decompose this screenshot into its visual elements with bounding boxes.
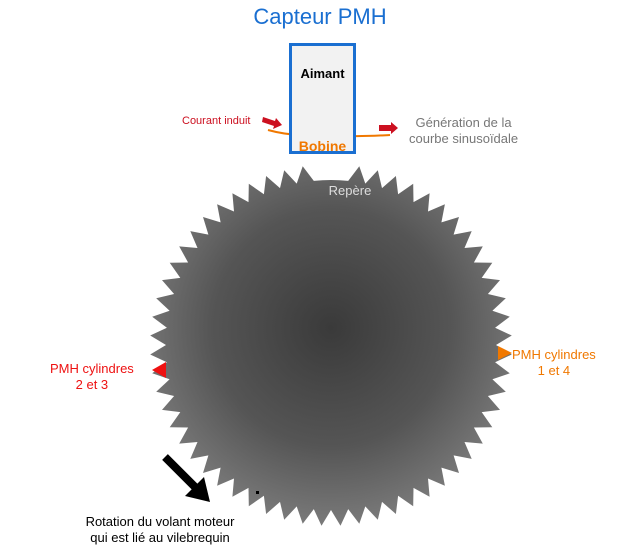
small-dot — [256, 491, 259, 494]
rotation-line-2: qui est lié au vilebrequin — [90, 530, 230, 545]
sensor-box — [289, 43, 356, 154]
tdc-2-3-line-2: 2 et 3 — [75, 377, 109, 392]
tdc-1-4-line-1: PMH cylindres — [512, 347, 596, 362]
rotation-arrow-icon — [162, 454, 210, 502]
generation-line-1: Génération de la — [415, 115, 512, 130]
magnet-label: Aimant — [300, 66, 345, 81]
rotation-line-1: Rotation du volant moteur — [85, 514, 235, 529]
page-title: Capteur PMH — [253, 4, 387, 29]
induced-current-label: Courant induit — [182, 115, 251, 127]
coil-label: Bobine — [298, 138, 347, 154]
current-arrow-icon — [262, 117, 282, 129]
tdc-2-3-marker — [152, 362, 166, 378]
output-arrow-icon — [379, 122, 398, 134]
tdc-1-4-line-2: 1 et 4 — [537, 363, 571, 378]
generation-line-2: courbe sinusoïdale — [409, 131, 519, 146]
tdc-2-3-line-1: PMH cylindres — [50, 361, 134, 376]
tdc-1-4-marker — [498, 346, 512, 360]
marker-label: Repère — [328, 183, 372, 198]
flywheel-gear — [150, 166, 512, 526]
